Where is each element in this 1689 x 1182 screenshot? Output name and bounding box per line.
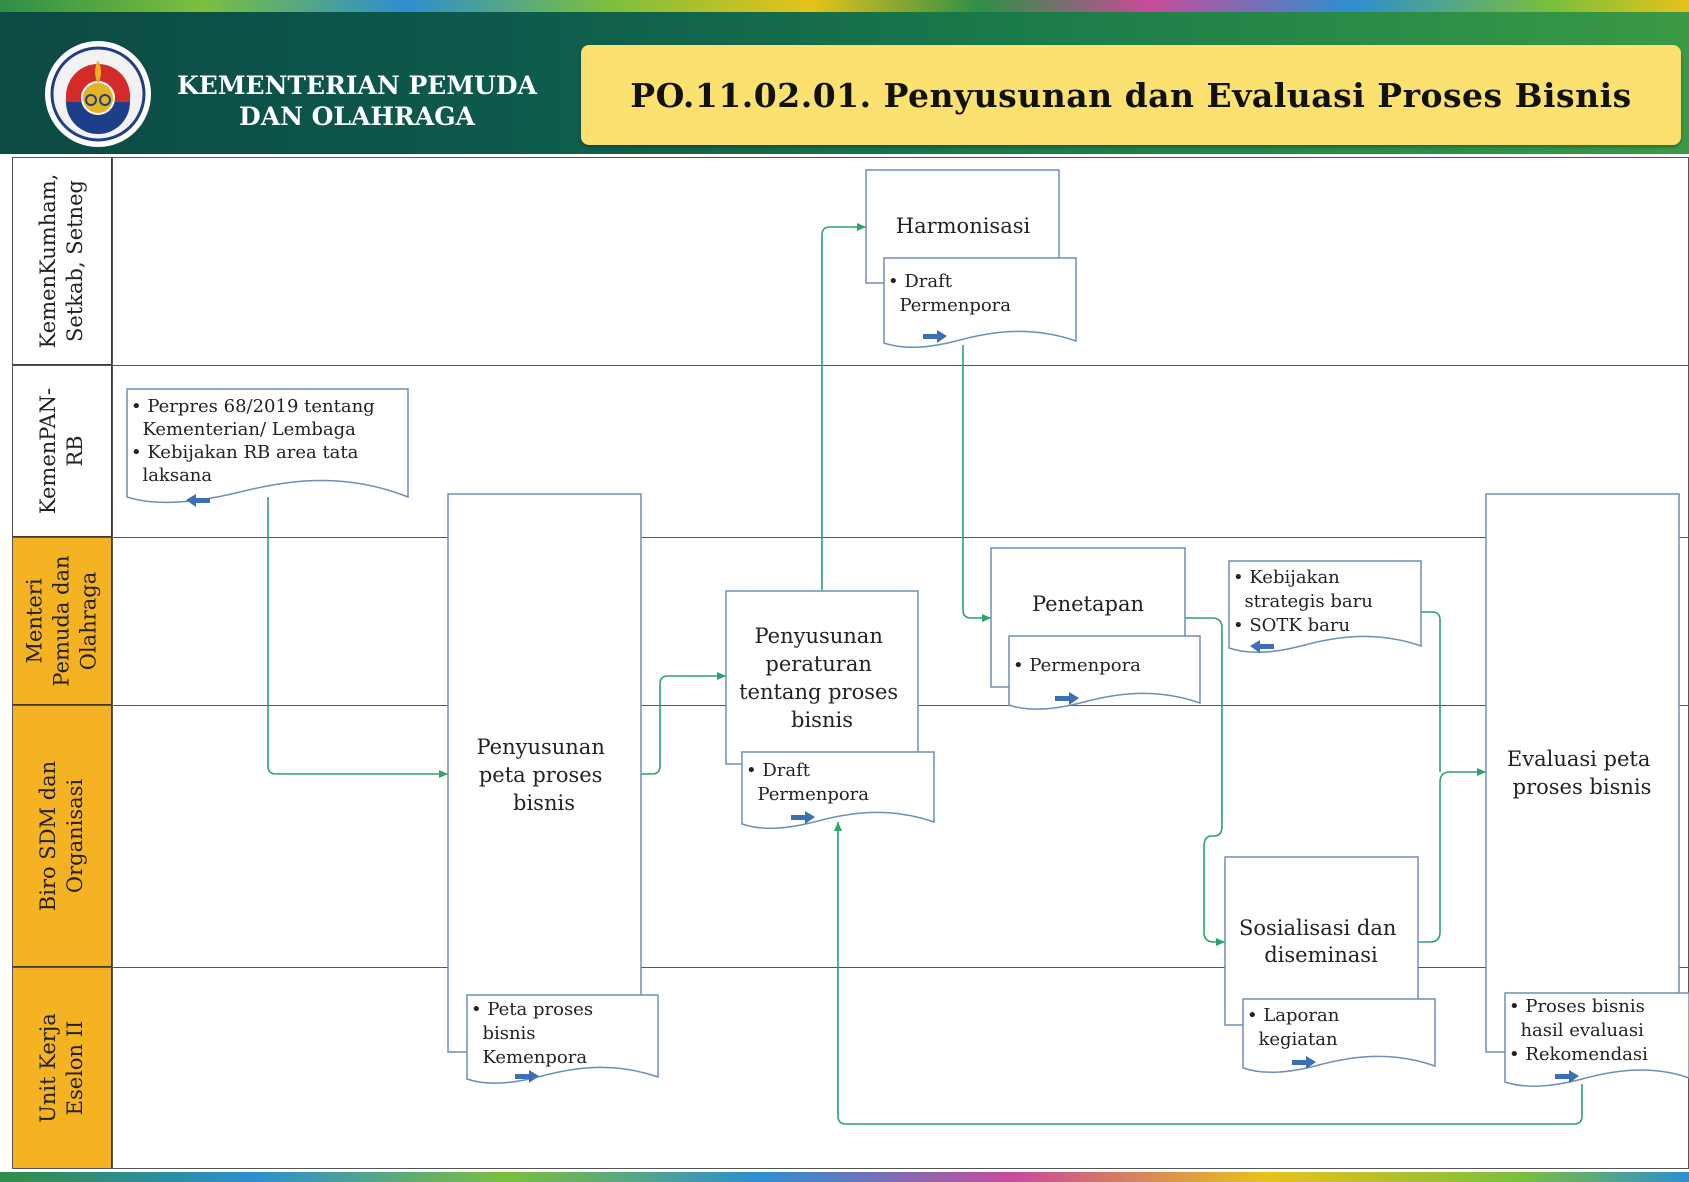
header-bar: KEMENTERIAN PEMUDA DAN OLAHRAGA PO.11.02… xyxy=(0,12,1689,154)
process-evaluasi xyxy=(1485,493,1680,1053)
process-label-harmonisasi: Harmonisasi xyxy=(896,214,1031,238)
process-sosialisasi xyxy=(1224,856,1419,1026)
doc-label-line: laksana xyxy=(131,465,212,486)
lane-header-kemenpan: KemenPAN- RB xyxy=(12,365,112,537)
lane-divider xyxy=(12,365,1689,366)
doc-arrow-icon xyxy=(1292,1056,1316,1069)
doc-label-line: • Kebijakan xyxy=(1233,567,1340,588)
doc-label-line: strategis baru xyxy=(1233,591,1373,612)
swimlane-diagram: KemenKumham, Setkab, Setneg KemenPAN- RB… xyxy=(12,157,1689,1169)
doc-proses-hasil xyxy=(1504,992,1689,1088)
doc-arrow-icon xyxy=(923,330,947,343)
doc-label-draft-harmonisasi: • Draft Permenpora xyxy=(0,0,1028,316)
connector-evaluasi-to-draft xyxy=(834,822,1583,1125)
doc-arrow-icon xyxy=(1250,640,1274,653)
doc-label-laporan: • Laporan kegiatan xyxy=(1247,1005,1340,1050)
doc-label-peta-proses: • Peta proses bisnis Kemenpora xyxy=(0,0,622,1068)
doc-label-line: • Laporan xyxy=(1247,1005,1340,1026)
lane-header-divider xyxy=(112,157,113,1169)
connector-penetapan-to-sosialisasi xyxy=(1185,617,1225,946)
process-label-line: Penetapan xyxy=(1032,592,1144,616)
lane-header-unit-kerja: Unit Kerja Eselon II xyxy=(12,967,112,1169)
doc-label-draft-peraturan: • Draft Permenpora xyxy=(0,0,886,805)
lane-divider xyxy=(12,537,1689,538)
doc-label-kebijakan: • Kebijakan strategis baru • SOTK baru xyxy=(0,0,1401,636)
doc-label-line: • Draft xyxy=(746,760,811,781)
process-label-line: tentang proses xyxy=(739,680,898,704)
doc-laporan xyxy=(1242,998,1436,1074)
doc-label-line: Kemenpora xyxy=(471,1047,587,1068)
doc-label-line: kegiatan xyxy=(1247,1029,1338,1050)
ministry-name-line1: KEMENTERIAN PEMUDA xyxy=(177,71,537,100)
doc-label-line: Permenpora xyxy=(888,295,1011,316)
bottom-color-stripe xyxy=(0,1172,1689,1182)
doc-kebijakan xyxy=(1228,560,1422,654)
doc-arrow-icon xyxy=(1555,1070,1579,1083)
doc-label-line: Permenpora xyxy=(746,784,869,805)
connector-perpres-to-peta xyxy=(267,497,448,778)
doc-label-line: • Perpres 68/2019 tentang xyxy=(131,396,375,417)
doc-label-permenpora: • Permenpora xyxy=(0,0,1158,676)
ministry-name: KEMENTERIAN PEMUDA DAN OLAHRAGA xyxy=(162,70,552,132)
doc-label-proses-hasil: • Proses bisnis hasil evaluasi • Rekomen… xyxy=(1509,996,1648,1065)
doc-label-line: • Peta proses xyxy=(471,999,593,1020)
process-label-line: proses bisnis xyxy=(1513,775,1652,799)
process-label-evaluasi: Evaluasi peta proses bisnis xyxy=(1507,747,1657,799)
process-label-sosialisasi: Sosialisasi dan diseminasi xyxy=(1239,916,1403,967)
process-label-line: Sosialisasi dan xyxy=(1239,916,1396,940)
process-label-line: Harmonisasi xyxy=(896,214,1031,238)
process-label-line: Penyusunan xyxy=(476,735,604,759)
doc-label-line: • Proses bisnis xyxy=(1509,996,1645,1017)
connector-peta-to-peraturan xyxy=(641,672,726,775)
doc-arrow-icon xyxy=(186,494,210,507)
process-label-line: bisnis xyxy=(513,791,575,815)
doc-draft-harmonisasi xyxy=(883,257,1077,349)
process-label-line: diseminasi xyxy=(1264,943,1378,967)
lane-header-biro-sdm: Biro SDM dan Organisasi xyxy=(12,705,112,967)
lane-header-kemenkumham: KemenKumham, Setkab, Setneg xyxy=(12,157,112,365)
process-label-penetapan: Penetapan xyxy=(1032,592,1144,616)
doc-draft-peraturan xyxy=(741,751,935,830)
connector-sosialisasi-to-evaluasi xyxy=(1418,768,1486,943)
doc-perpres xyxy=(126,388,409,504)
doc-label-perpres: • Perpres 68/2019 tentang Kementerian/ L… xyxy=(0,0,403,486)
doc-label-line: • Permenpora xyxy=(1013,655,1141,676)
doc-arrow-icon xyxy=(1055,692,1079,705)
lane-divider xyxy=(12,967,1689,968)
process-label-line: Evaluasi peta xyxy=(1507,747,1650,771)
ministry-logo xyxy=(45,41,151,147)
process-label-line: bisnis xyxy=(791,708,853,732)
connector-peraturan-to-harmonisasi xyxy=(821,223,866,591)
doc-label-line: bisnis xyxy=(471,1023,536,1044)
doc-label-line: Kementerian/ Lembaga xyxy=(131,419,356,440)
process-penyusunan-peta xyxy=(447,493,642,1053)
doc-label-line: • Draft xyxy=(888,271,953,292)
doc-peta-proses xyxy=(466,994,659,1085)
process-label-penyusunan-peraturan: Penyusunan peraturan tentang proses bisn… xyxy=(739,624,905,732)
doc-label-line: hasil evaluasi xyxy=(1509,1020,1644,1041)
title-box: PO.11.02.01. Penyusunan dan Evaluasi Pro… xyxy=(581,45,1681,145)
doc-label-line: • SOTK baru xyxy=(1233,615,1350,636)
process-label-line: Penyusunan xyxy=(754,624,882,648)
ministry-name-line2: DAN OLAHRAGA xyxy=(239,102,475,131)
process-label-line: peta proses xyxy=(479,763,603,787)
connector-harmonisasi-to-penetapan xyxy=(962,345,991,622)
page-title: PO.11.02.01. Penyusunan dan Evaluasi Pro… xyxy=(630,76,1632,115)
doc-permenpora xyxy=(1008,635,1201,711)
doc-label-line: • Kebijakan RB area tata xyxy=(131,442,359,463)
process-penyusunan-peraturan xyxy=(725,590,919,765)
connector-kebijakan-to-evaluasi xyxy=(1421,611,1441,772)
doc-label-line: • Rekomendasi xyxy=(1509,1044,1648,1065)
process-label-line: peraturan xyxy=(765,652,871,676)
top-color-stripe xyxy=(0,0,1689,12)
doc-arrow-icon xyxy=(515,1070,539,1083)
process-label-penyusunan-peta: Penyusunan peta proses bisnis xyxy=(476,735,611,815)
doc-arrow-icon xyxy=(791,811,815,824)
